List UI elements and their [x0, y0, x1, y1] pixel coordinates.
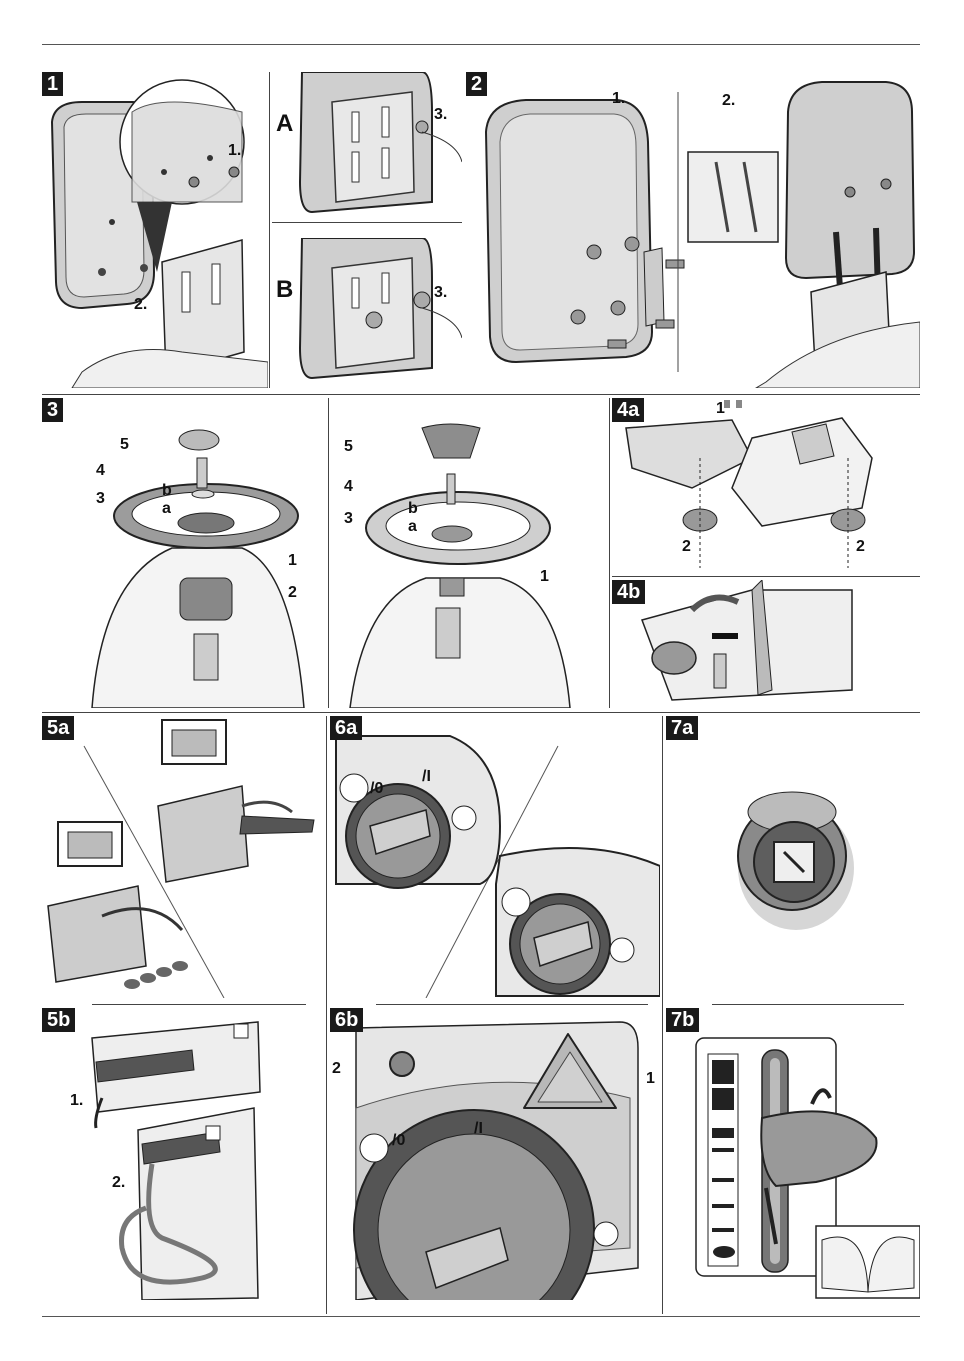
fig5b-step1-label: 1.	[70, 1092, 83, 1110]
top-rule	[42, 44, 920, 45]
fig3-label-5: 5	[120, 436, 129, 454]
figure-6a-ignition: /0 /I 6a	[330, 716, 660, 998]
divider	[42, 712, 920, 713]
fig3-label-b: b	[162, 482, 172, 500]
seat-with-bracket-illustration	[42, 72, 268, 388]
fig2-badge: 2	[466, 72, 487, 96]
fig5b-step2-label: 2.	[112, 1174, 125, 1192]
fig2-step2-label: 2.	[722, 92, 735, 110]
fig3-label-2: 2	[288, 584, 297, 602]
fig6b-label-2: 2	[332, 1060, 341, 1078]
fig6b-on-label: /I	[474, 1120, 483, 1138]
fig4a-label-1: 1	[716, 400, 725, 418]
variant-a-illustration	[272, 72, 462, 222]
fig3-label-a: a	[162, 500, 171, 518]
throttle-lever-illustration	[666, 1008, 920, 1300]
fig3-badge: 3	[42, 398, 63, 422]
fig6a-on-label: /I	[422, 768, 431, 786]
divider	[269, 72, 270, 388]
fig4a-badge: 4a	[612, 398, 644, 422]
figure-3-steering-wheel-right: 5 4 3 b a 1	[330, 398, 608, 708]
fig1-badge: 1	[42, 72, 63, 96]
figure-4a-wheel-mounting: 1 2 2 4a	[612, 398, 920, 574]
steering-wheel-assembled-illustration	[330, 398, 608, 708]
fig6b-label-1: 1	[646, 1070, 655, 1088]
figure-1-seat-mounting: 1. 2. 1	[42, 72, 268, 388]
figure-1-variant-a: A 3.	[272, 72, 462, 222]
divider	[328, 398, 329, 708]
wheel-height-adjustment-illustration	[612, 580, 920, 708]
divider	[42, 394, 920, 395]
fig3r-label-4: 4	[344, 478, 353, 496]
fig7a-badge: 7a	[666, 716, 698, 740]
divider	[92, 1004, 306, 1005]
fig6a-badge: 6a	[330, 716, 362, 740]
steering-wheel-exploded-illustration	[42, 398, 328, 708]
fig3-label-4: 4	[96, 462, 105, 480]
deck-wheels-illustration	[612, 398, 920, 574]
variant-a-label: A	[276, 110, 293, 138]
figure-2-seat-installation: 1. 2. 2	[466, 72, 920, 388]
fig5b-badge: 5b	[42, 1008, 75, 1032]
figure-6b-ignition-panel: 2 1 /0 /I 6b	[330, 1008, 660, 1300]
fig3r-label-a: a	[408, 518, 417, 536]
fig3r-label-5: 5	[344, 438, 353, 456]
fig4b-badge: 4b	[612, 580, 645, 604]
fig4a-label-2-left: 2	[682, 538, 691, 556]
fig1-step2-label: 2.	[134, 296, 147, 314]
fig3r-label-3: 3	[344, 510, 353, 528]
figure-7b-throttle-lever: 7b	[666, 1008, 920, 1300]
fig5a-badge: 5a	[42, 716, 74, 740]
variant-b-step3: 3.	[434, 284, 447, 302]
fig2-step1-label: 1.	[612, 90, 625, 108]
fig4a-label-2-right: 2	[856, 538, 865, 556]
variant-b-illustration	[272, 238, 462, 388]
figure-5b-battery-terminal: 1. 2. 5b	[42, 1008, 324, 1300]
variant-a-step3: 3.	[434, 106, 447, 124]
battery-terminal-illustration	[42, 1008, 324, 1300]
variant-b-label: B	[276, 276, 293, 304]
figure-7a-blade-button: 7a	[666, 716, 920, 998]
fig3r-label-b: b	[408, 500, 418, 518]
divider	[272, 222, 462, 223]
divider	[609, 398, 610, 708]
fig3-label-3: 3	[96, 490, 105, 508]
divider	[376, 1004, 648, 1005]
fig6b-off-label: /0	[392, 1132, 405, 1150]
divider	[326, 716, 327, 1314]
divider	[712, 1004, 904, 1005]
fig7b-badge: 7b	[666, 1008, 699, 1032]
fig6a-off-label: /0	[370, 780, 383, 798]
fig1-step1-label: 1.	[228, 142, 241, 160]
figure-4b-wheel-adjust: 4b	[612, 580, 920, 708]
divider	[662, 716, 663, 1314]
figure-5a-battery-leads: 5a	[42, 716, 324, 998]
ignition-key-positions-illustration	[330, 716, 660, 998]
divider	[612, 576, 920, 577]
figure-1-variant-b: B 3.	[272, 238, 462, 388]
fig6b-badge: 6b	[330, 1008, 363, 1032]
dashboard-ignition-panel-illustration	[330, 1008, 660, 1300]
blade-engage-button-illustration	[666, 716, 920, 998]
battery-leads-illustration	[42, 716, 324, 998]
seat-rear-with-bolts-illustration	[466, 72, 920, 388]
fig3-label-1: 1	[288, 552, 297, 570]
figure-3-steering-wheel-left: 5 4 3 b a 1 2 3	[42, 398, 328, 708]
bottom-rule	[42, 1316, 920, 1317]
fig3r-label-1: 1	[540, 568, 549, 586]
